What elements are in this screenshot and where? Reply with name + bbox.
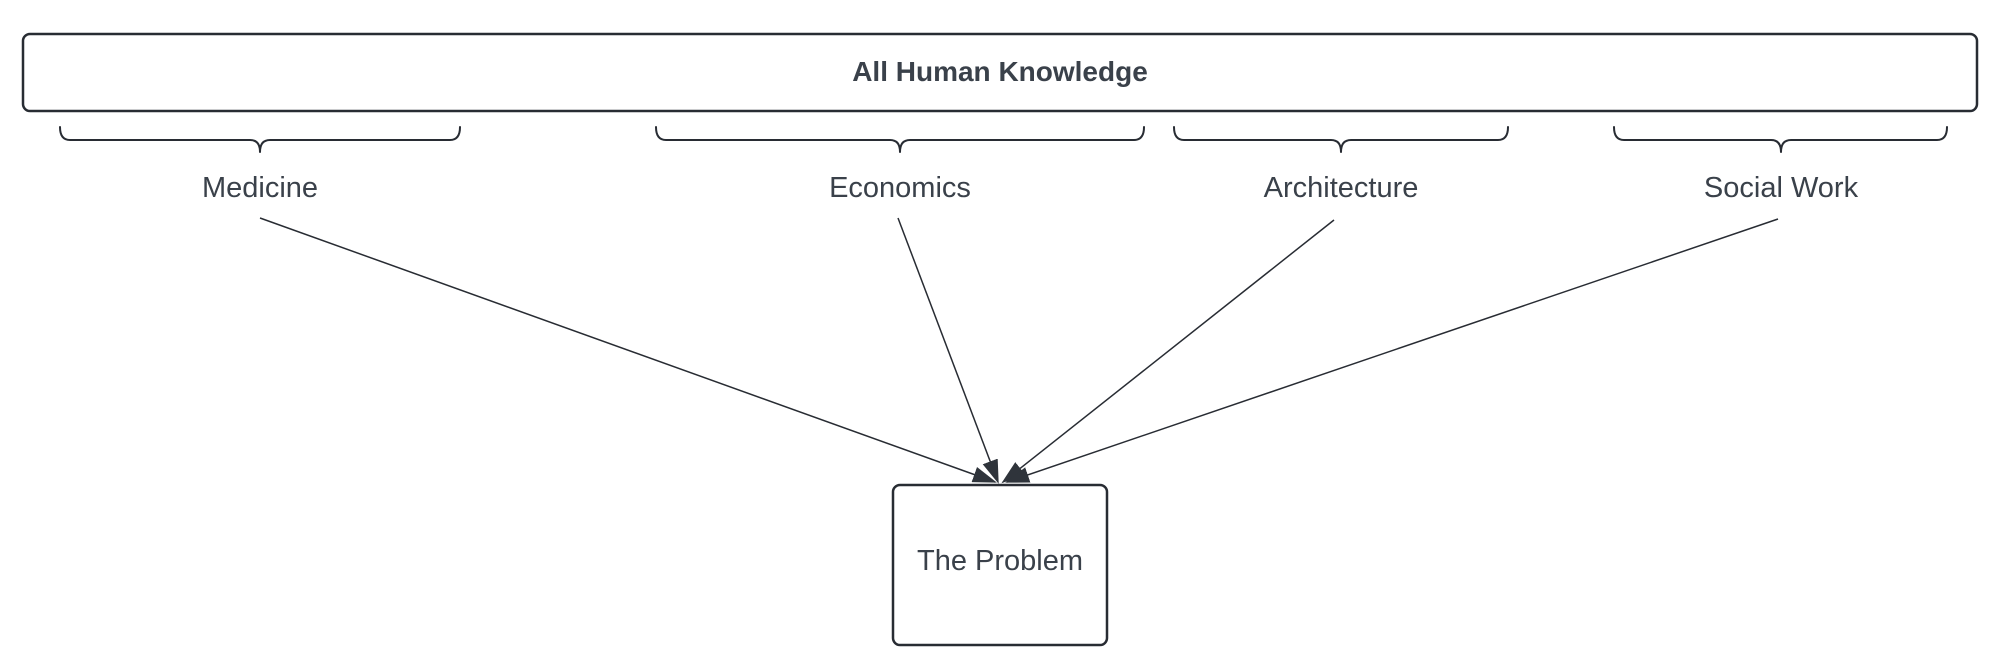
- domain-label-economics: Economics: [829, 172, 971, 204]
- domain-label-social-work: Social Work: [1704, 172, 1859, 204]
- brace-medicine: [59, 126, 461, 153]
- connector-economics[interactable]: [897, 217, 999, 484]
- domain-label-architecture: Architecture: [1264, 172, 1419, 204]
- target-node[interactable]: The Problem: [891, 483, 1109, 647]
- domain-architecture[interactable]: Architecture: [1173, 126, 1509, 204]
- brace-social-work: [1613, 126, 1948, 153]
- root-node[interactable]: All Human Knowledge: [21, 32, 1979, 113]
- domain-social-work[interactable]: Social Work: [1613, 126, 1948, 204]
- domain-economics[interactable]: Economics: [655, 126, 1145, 204]
- target-node-label: The Problem: [917, 545, 1083, 577]
- root-node-box: [21, 32, 1979, 113]
- target-node-box: [891, 483, 1109, 647]
- domain-medicine[interactable]: Medicine: [59, 126, 461, 204]
- brace-economics: [655, 126, 1145, 153]
- domain-label-medicine: Medicine: [202, 172, 318, 204]
- brace-architecture: [1173, 126, 1509, 153]
- connector-architecture[interactable]: [1001, 219, 1335, 484]
- root-node-label: All Human Knowledge: [852, 56, 1148, 87]
- connector-medicine[interactable]: [259, 217, 997, 483]
- connectors: [259, 217, 1779, 484]
- connector-social-work[interactable]: [1005, 218, 1779, 483]
